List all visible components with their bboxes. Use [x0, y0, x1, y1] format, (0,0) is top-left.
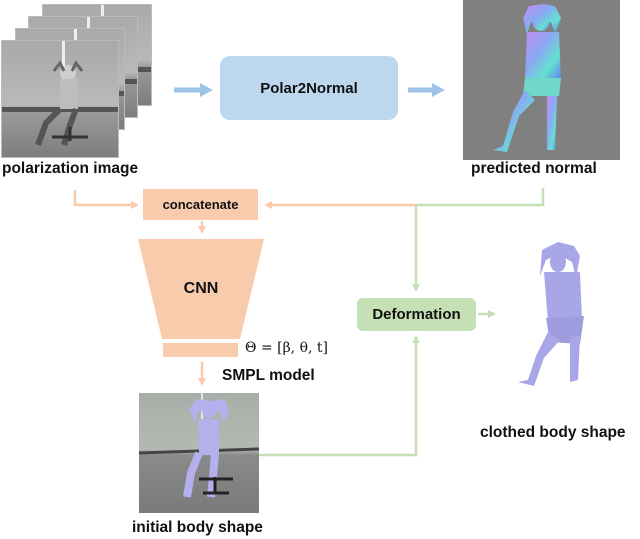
polar2normal-label: Polar2Normal: [260, 79, 358, 97]
deformation-node: Deformation: [357, 298, 476, 331]
initial-body-shape-label: initial body shape: [132, 519, 263, 536]
deformation-label: Deformation: [372, 306, 461, 323]
seated-person-figure: [35, 60, 88, 147]
smpl-model-label: SMPL model: [222, 367, 315, 384]
polarization-image-stack: [0, 0, 170, 160]
cnn-trapezoid: [138, 239, 264, 339]
polarization-image-label: polarization image: [2, 160, 139, 177]
concatenate-node: concatenate: [143, 189, 258, 220]
parameter-vector-bar: [163, 343, 238, 357]
polar2normal-node: Polar2Normal: [220, 56, 398, 120]
predicted-normal-label: predicted normal: [471, 160, 597, 177]
cnn-label: CNN: [183, 280, 219, 297]
clothed-body-shape-label: clothed body shape: [480, 424, 626, 441]
clothed-body-shape-image: [500, 232, 620, 392]
normal-map-figure: [493, 4, 561, 152]
polarization-frame-front: [1, 40, 119, 158]
cnn-node: CNN: [138, 239, 264, 339]
smpl-body-figure: [138, 393, 260, 498]
initial-body-shape-image: [138, 393, 260, 513]
parameter-formula: Θ = [β, θ, t]: [245, 340, 328, 356]
clothed-body-figure: [518, 242, 584, 386]
predicted-normal-image: [463, 0, 620, 160]
concatenate-label: concatenate: [162, 197, 239, 212]
